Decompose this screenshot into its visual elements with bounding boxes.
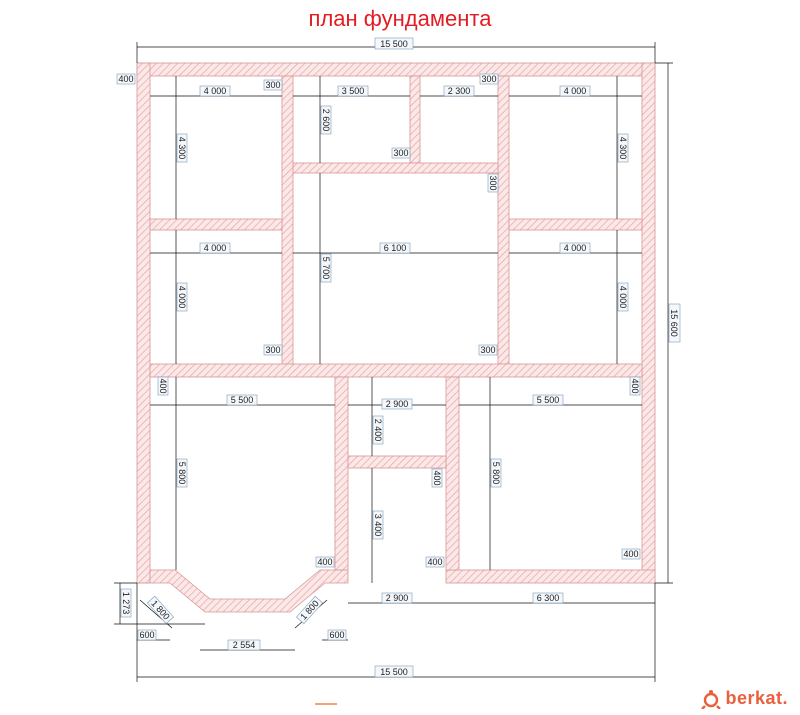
dim-room-b-width: 3 500 [337, 85, 369, 97]
svg-text:2 400: 2 400 [373, 419, 383, 442]
dim-room-b-height: 2 600 [320, 105, 332, 135]
dim-wall-300-f: 300 [478, 344, 498, 356]
dim-bay-offset: 1 273 [120, 588, 132, 618]
dim-overall-width-bottom: 15 500 [374, 665, 414, 678]
svg-text:600: 600 [329, 630, 344, 640]
dim-hall-height: 5 700 [320, 253, 332, 283]
svg-text:300: 300 [393, 148, 408, 158]
svg-text:4 000: 4 000 [204, 243, 227, 253]
dim-room-d-width: 4 000 [559, 85, 591, 97]
svg-text:4 300: 4 300 [618, 137, 628, 160]
svg-text:400: 400 [623, 549, 638, 559]
dim-overall-height: 15 600 [668, 303, 681, 343]
dim-bay-600-right: 600 [327, 629, 347, 641]
dim-room-c-width: 2 300 [443, 85, 475, 97]
dim-room-e-width: 4 000 [199, 242, 231, 254]
dim-room-j-width: 5 500 [532, 394, 564, 406]
dim-bottom-2900: 2 900 [381, 592, 413, 604]
dim-wall-300-a: 300 [263, 79, 283, 91]
svg-text:400: 400 [432, 470, 442, 485]
dim-room-a-width: 4 000 [199, 85, 231, 97]
dim-room-j-height: 5 800 [490, 458, 502, 488]
dim-hall-width: 6 100 [379, 242, 411, 254]
dim-room-d-height: 4 300 [617, 133, 629, 163]
svg-text:5 800: 5 800 [491, 462, 501, 485]
dim-room-f-width: 4 000 [559, 242, 591, 254]
svg-text:4 000: 4 000 [204, 86, 227, 96]
dim-wall-400-left: 400 [157, 376, 169, 396]
svg-text:400: 400 [317, 557, 332, 567]
svg-text:4 000: 4 000 [564, 86, 587, 96]
svg-text:300: 300 [481, 74, 496, 84]
svg-text:3 500: 3 500 [342, 86, 365, 96]
berkat-logo: berkat. [701, 688, 788, 709]
dim-wall-400-h: 400 [431, 468, 443, 488]
plan-title: план фундамента [308, 6, 492, 31]
svg-text:400: 400 [630, 378, 640, 393]
dim-bay-width: 2 554 [227, 639, 261, 651]
svg-text:4 000: 4 000 [564, 243, 587, 253]
svg-text:15 600: 15 600 [669, 309, 679, 337]
dim-wall-300-e: 300 [263, 344, 283, 356]
dim-corridor-height: 3 400 [372, 510, 384, 540]
svg-text:15 500: 15 500 [380, 667, 408, 677]
svg-text:300: 300 [480, 345, 495, 355]
wall-strips [136, 62, 656, 613]
dim-wall-400-g: 400 [315, 556, 335, 568]
svg-text:3 400: 3 400 [373, 514, 383, 537]
dim-hallway-width: 2 900 [381, 398, 413, 410]
svg-text:15 500: 15 500 [380, 39, 408, 49]
dim-wall-300-c: 300 [479, 73, 499, 85]
svg-text:1 273: 1 273 [121, 592, 131, 615]
svg-text:4 300: 4 300 [177, 137, 187, 160]
svg-text:5 800: 5 800 [177, 462, 187, 485]
svg-text:2 900: 2 900 [386, 399, 409, 409]
dim-wall-400-i: 400 [425, 556, 445, 568]
dim-wall-300-b: 300 [391, 147, 411, 159]
dim-bottom-6300: 6 300 [532, 592, 564, 604]
svg-text:600: 600 [139, 630, 154, 640]
svg-text:6 300: 6 300 [537, 593, 560, 603]
svg-text:5 700: 5 700 [321, 257, 331, 280]
dim-wall-400-top-left: 400 [116, 73, 136, 85]
svg-text:400: 400 [158, 378, 168, 393]
svg-text:300: 300 [265, 80, 280, 90]
svg-text:6 100: 6 100 [384, 243, 407, 253]
svg-text:2 554: 2 554 [233, 640, 256, 650]
dim-bay-600-left: 600 [137, 629, 157, 641]
svg-text:300: 300 [488, 175, 498, 190]
orange-mark [315, 703, 337, 705]
dim-room-g-height: 5 800 [176, 458, 188, 488]
dim-room-a-height: 4 300 [176, 133, 188, 163]
dim-overall-width-top: 15 500 [374, 37, 414, 50]
svg-text:2 900: 2 900 [386, 593, 409, 603]
svg-text:300: 300 [265, 345, 280, 355]
dim-room-g-width: 5 500 [226, 394, 258, 406]
logo-icon [701, 689, 722, 709]
svg-text:4 000: 4 000 [618, 286, 628, 309]
svg-text:5 500: 5 500 [231, 395, 254, 405]
svg-text:2 600: 2 600 [321, 109, 331, 132]
svg-text:2 300: 2 300 [448, 86, 471, 96]
dim-wall-400-right: 400 [629, 376, 641, 396]
dim-hallway-height: 2 400 [372, 415, 384, 445]
svg-text:400: 400 [427, 557, 442, 567]
logo-text: berkat. [725, 688, 788, 708]
svg-text:400: 400 [118, 74, 133, 84]
dim-wall-300-d: 300 [487, 173, 499, 193]
svg-text:4 000: 4 000 [177, 286, 187, 309]
dimension-lines [114, 42, 673, 682]
dim-room-e-height: 4 000 [176, 282, 188, 312]
svg-text:5 500: 5 500 [537, 395, 560, 405]
dim-room-f-height: 4 000 [617, 282, 629, 312]
dim-wall-400-j: 400 [621, 548, 641, 560]
